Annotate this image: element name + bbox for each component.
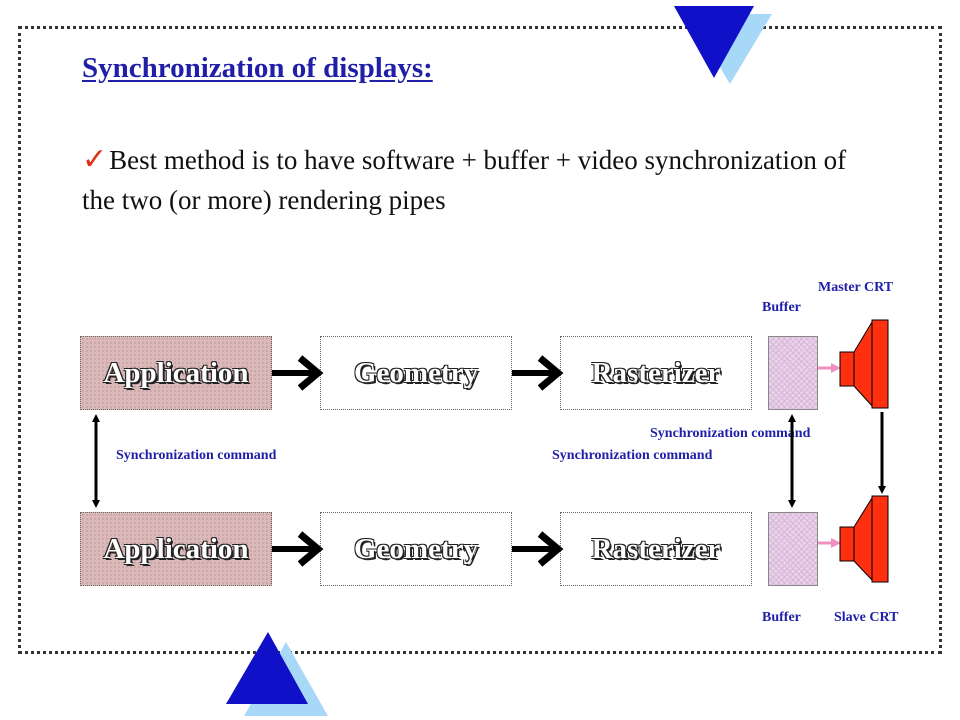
slave-crt-label: Slave CRT (834, 610, 899, 625)
raster-sync-label: Synchronization command (552, 448, 713, 463)
bottom-triangle-decoration (226, 632, 328, 716)
arrow-app-to-geometry-bottom (272, 531, 324, 567)
arrow-geometry-to-rasterizer-top (512, 355, 564, 391)
bullet-text: Best method is to have software + buffer… (82, 145, 847, 215)
checkmark-icon: ✓ (82, 143, 108, 176)
bullet-point: ✓Best method is to have software + buffe… (82, 140, 862, 220)
arrow-app-to-geometry-top (272, 355, 324, 391)
arrow-geometry-to-rasterizer-bottom (512, 531, 564, 567)
master-crt-icon (839, 319, 889, 409)
bottom-buffer-label: Buffer (762, 610, 801, 625)
top-triangle-decoration (674, 6, 772, 84)
top-buffer-label: Buffer (762, 300, 801, 315)
app-sync-label: Synchronization command (116, 448, 277, 463)
slide-title: Synchronization of displays: (82, 52, 433, 84)
master-crt-label: Master CRT (818, 280, 894, 295)
top-rasterizer-stage: Rasterizer (560, 336, 752, 410)
top-geometry-stage: Geometry (320, 336, 512, 410)
top-application-stage: Application (80, 336, 272, 410)
bottom-buffer (768, 512, 818, 586)
top-buffer (768, 336, 818, 410)
slide-frame (18, 26, 942, 654)
crt-sync-label: Synchronization command (650, 426, 811, 441)
bottom-rasterizer-stage: Rasterizer (560, 512, 752, 586)
bottom-application-stage: Application (80, 512, 272, 586)
bottom-geometry-stage: Geometry (320, 512, 512, 586)
slave-crt-icon (839, 495, 889, 583)
